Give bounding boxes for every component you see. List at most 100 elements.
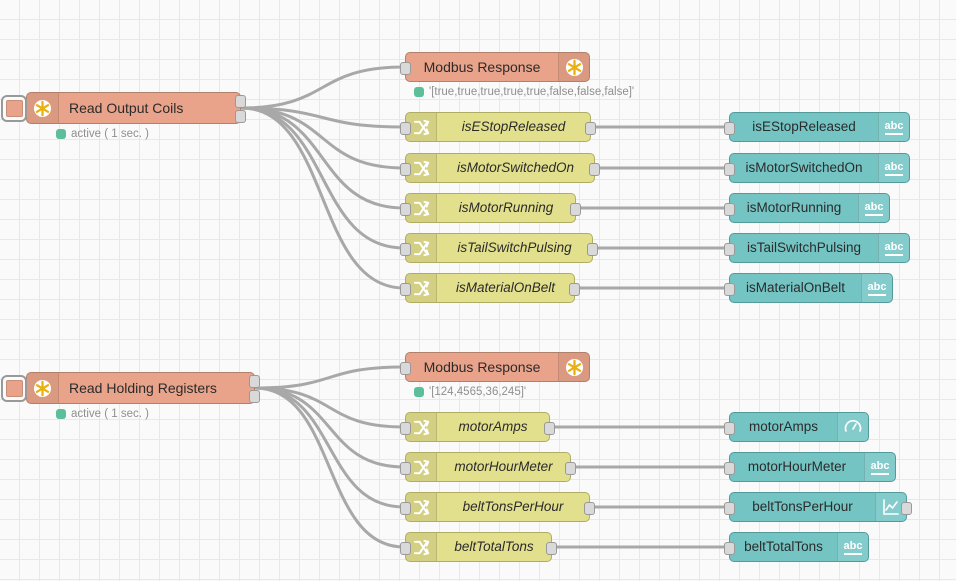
node-label: isTailSwitchPulsing: [457, 240, 572, 256]
input-port[interactable]: [400, 242, 411, 256]
node-change-motorAmps[interactable]: motorAmps: [400, 412, 555, 442]
input-port[interactable]: [724, 461, 735, 475]
abc-text-icon: abc: [878, 154, 909, 182]
input-port[interactable]: [400, 421, 411, 435]
output-port[interactable]: [570, 202, 581, 216]
input-port[interactable]: [724, 121, 735, 135]
output-port-2[interactable]: [249, 390, 260, 403]
node-output-coils-flow-response[interactable]: Modbus Response: [400, 52, 590, 82]
inject-trigger-button[interactable]: [1, 95, 27, 122]
node-holding-registers-flow-source[interactable]: Read Holding Registers: [1, 372, 260, 404]
node-change-isEStopReleased[interactable]: isEStopReleased: [400, 112, 596, 142]
node-change-isMotorSwitchedOn[interactable]: isMotorSwitchedOn: [400, 153, 600, 183]
node-dashboard-isMaterialOnBelt[interactable]: isMaterialOnBelt abc: [724, 273, 893, 303]
input-port[interactable]: [724, 541, 735, 555]
output-port[interactable]: [584, 501, 595, 515]
modbus-asterisk-icon: [558, 53, 589, 81]
input-port[interactable]: [400, 361, 411, 375]
input-port[interactable]: [724, 282, 735, 296]
wire: [253, 365, 406, 390]
line-chart-icon: [875, 493, 906, 521]
input-port[interactable]: [724, 421, 735, 435]
inject-trigger-swatch: [5, 380, 23, 397]
node-change-motorHourMeter[interactable]: motorHourMeter: [400, 452, 576, 482]
node-label: isEStopReleased: [752, 119, 856, 135]
output-port[interactable]: [901, 501, 912, 515]
input-port[interactable]: [400, 121, 411, 135]
node-label: isMaterialOnBelt: [745, 280, 846, 296]
wire: [239, 106, 406, 290]
wire: [239, 106, 406, 129]
inject-trigger-button[interactable]: [1, 375, 27, 402]
inject-trigger-swatch: [5, 100, 23, 117]
output-port-1[interactable]: [235, 95, 246, 108]
input-port[interactable]: [724, 162, 735, 176]
shuffle-icon: [406, 533, 437, 561]
wire: [239, 106, 406, 250]
output-port[interactable]: [546, 541, 557, 555]
output-port[interactable]: [585, 121, 596, 135]
status-dot: [56, 129, 66, 139]
input-port[interactable]: [400, 162, 411, 176]
shuffle-icon: [406, 154, 437, 182]
node-output-coils-flow-source[interactable]: Read Output Coils: [1, 92, 246, 124]
shuffle-icon: [406, 194, 437, 222]
abc-text-icon: abc: [861, 274, 892, 302]
wire: [253, 386, 406, 469]
input-port[interactable]: [724, 501, 735, 515]
status-dot: [56, 409, 66, 419]
node-change-isTailSwitchPulsing[interactable]: isTailSwitchPulsing: [400, 233, 598, 263]
output-port[interactable]: [589, 162, 600, 176]
node-change-isMaterialOnBelt[interactable]: isMaterialOnBelt: [400, 273, 580, 303]
status-text: '[124,4565,36,245]': [429, 386, 527, 398]
abc-text-icon: abc: [858, 194, 889, 222]
abc-text-icon: abc: [864, 453, 895, 481]
modbus-asterisk-icon: [27, 93, 59, 123]
abc-text-icon: abc: [878, 234, 909, 262]
input-port[interactable]: [400, 282, 411, 296]
node-label: motorAmps: [458, 419, 528, 435]
input-port[interactable]: [400, 61, 411, 75]
shuffle-icon: [406, 274, 437, 302]
output-port[interactable]: [587, 242, 598, 256]
shuffle-icon: [406, 234, 437, 262]
output-port[interactable]: [565, 461, 576, 475]
node-label: isEStopReleased: [461, 119, 566, 135]
input-port[interactable]: [400, 541, 411, 555]
status-text: active ( 1 sec. ): [71, 128, 149, 140]
node-change-beltTotalTons[interactable]: beltTotalTons: [400, 532, 557, 562]
input-port[interactable]: [400, 461, 411, 475]
input-port[interactable]: [724, 202, 735, 216]
output-port-2[interactable]: [235, 110, 246, 123]
node-change-isMotorRunning[interactable]: isMotorRunning: [400, 193, 581, 223]
output-port[interactable]: [544, 421, 555, 435]
node-label: Modbus Response: [423, 59, 541, 75]
output-port[interactable]: [569, 282, 580, 296]
abc-text-icon: abc: [837, 533, 868, 561]
input-port[interactable]: [400, 202, 411, 216]
node-holding-registers-flow-response[interactable]: Modbus Response: [400, 352, 590, 382]
wire: [253, 386, 406, 509]
node-label: Read Holding Registers: [69, 380, 217, 396]
gauge-icon: [837, 413, 868, 441]
input-port[interactable]: [724, 242, 735, 256]
node-dashboard-motorAmps[interactable]: motorAmps: [724, 412, 869, 442]
modbus-asterisk-icon: [558, 353, 589, 381]
node-label: beltTotalTons: [454, 539, 534, 555]
input-port[interactable]: [400, 501, 411, 515]
node-label: Read Output Coils: [69, 100, 184, 116]
shuffle-icon: [406, 413, 437, 441]
wire: [253, 386, 406, 549]
node-label: motorAmps: [748, 419, 819, 435]
node-dashboard-beltTonsPerHour[interactable]: beltTonsPerHour: [724, 492, 912, 522]
output-port-1[interactable]: [249, 375, 260, 388]
node-change-beltTonsPerHour[interactable]: beltTonsPerHour: [400, 492, 595, 522]
node-label: isMaterialOnBelt: [455, 280, 556, 296]
